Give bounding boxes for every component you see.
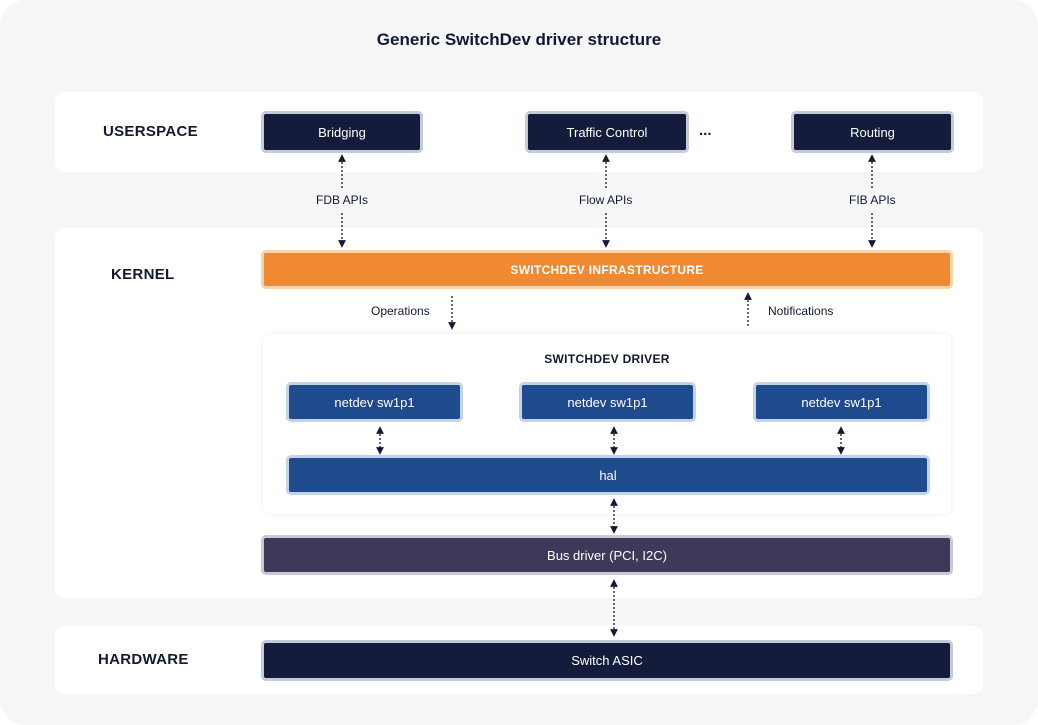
fib-apis-label: FIB APIs bbox=[849, 193, 896, 207]
bus-driver-box: Bus driver (PCI, I2C) bbox=[261, 535, 953, 575]
traffic-control-label: Traffic Control bbox=[566, 124, 648, 140]
switch-asic-label: Switch ASIC bbox=[571, 653, 643, 668]
hal-label: hal bbox=[599, 467, 617, 483]
hardware-label: HARDWARE bbox=[98, 651, 189, 668]
netdev-box-1: netdev sw1p1 bbox=[286, 382, 463, 422]
diagram-title: Generic SwitchDev driver structure bbox=[376, 30, 662, 49]
netdev-label-3: netdev sw1p1 bbox=[801, 394, 882, 410]
switchdev-infrastructure-box: SWITCHDEV INFRASTRUCTURE bbox=[261, 250, 953, 289]
netdev-box-2: netdev sw1p1 bbox=[519, 382, 696, 422]
switch-asic-box: Switch ASIC bbox=[261, 640, 953, 681]
notifications-label: Notifications bbox=[768, 304, 834, 318]
bridging-box: Bridging bbox=[261, 111, 423, 153]
netdev-box-3: netdev sw1p1 bbox=[753, 382, 930, 422]
bridging-label: Bridging bbox=[318, 124, 366, 140]
bus-driver-label: Bus driver (PCI, I2C) bbox=[547, 547, 667, 563]
fdb-apis-label: FDB APIs bbox=[316, 193, 369, 207]
switchdev-infrastructure-label: SWITCHDEV INFRASTRUCTURE bbox=[510, 262, 704, 277]
flow-apis-label: Flow APIs bbox=[579, 193, 633, 207]
ellipsis: ... bbox=[699, 122, 712, 139]
netdev-label-1: netdev sw1p1 bbox=[334, 394, 415, 410]
userspace-label: USERSPACE bbox=[103, 123, 198, 140]
switchdev-driver-title: SWITCHDEV DRIVER bbox=[544, 352, 670, 366]
hal-box: hal bbox=[286, 455, 930, 495]
operations-label: Operations bbox=[371, 304, 430, 318]
traffic-control-box: Traffic Control bbox=[525, 111, 689, 153]
routing-box: Routing bbox=[791, 111, 954, 153]
routing-label: Routing bbox=[850, 124, 895, 140]
netdev-label-2: netdev sw1p1 bbox=[567, 394, 648, 410]
kernel-label: KERNEL bbox=[111, 266, 175, 283]
